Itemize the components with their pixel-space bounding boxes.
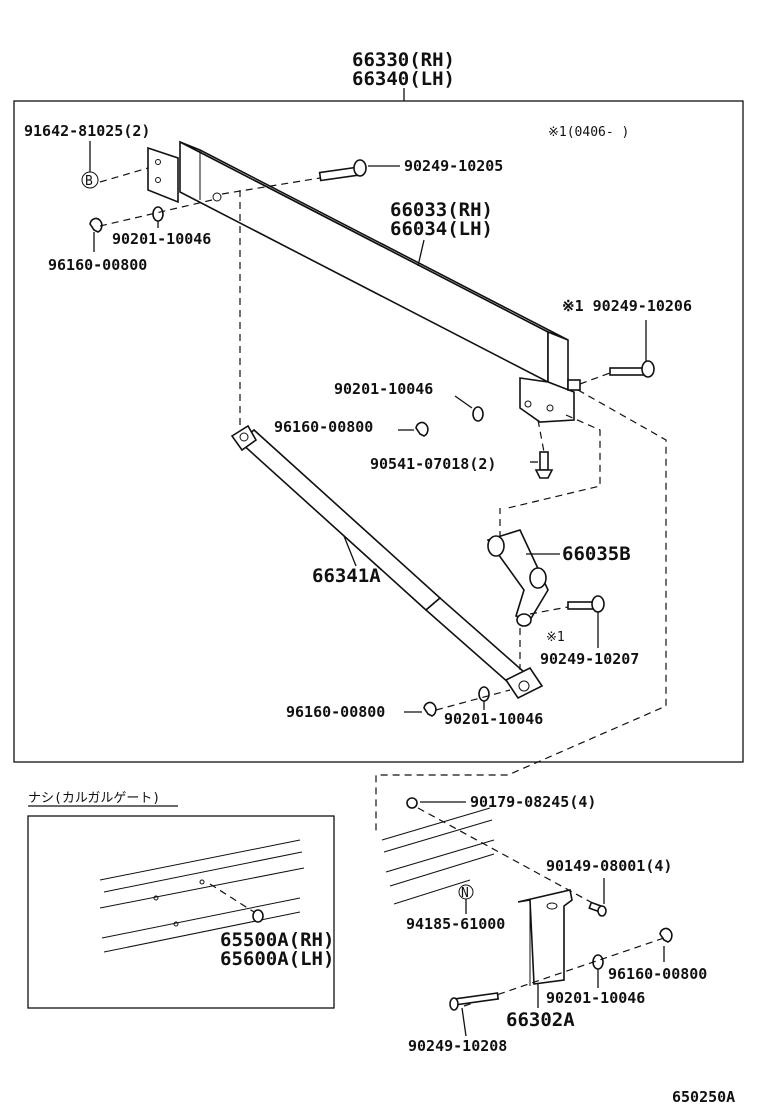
label-screw-90179: 90179-08245(4): [470, 793, 596, 811]
nut-96160-b: [415, 421, 429, 437]
inset-box: [27, 815, 335, 1009]
screw-90541: [534, 451, 554, 479]
label-assy-lh: 66340(LH): [352, 68, 455, 90]
label-nut-96160-a: 96160-00800: [48, 256, 147, 274]
label-screw-90149: 90149-08001(4): [546, 857, 672, 875]
label-bolt-90249-10205: 90249-10205: [404, 157, 503, 175]
circle-b-marker: [81, 171, 99, 189]
label-bolt-90249-10206: ※1 90249-10206: [562, 297, 692, 315]
label-bolt-91642: 91642-81025(2): [24, 122, 150, 140]
label-part-65600a: 65600A(LH): [220, 948, 334, 970]
nut-96160-d: [659, 927, 673, 943]
label-washer-90201-a: 90201-10046: [112, 230, 211, 248]
plate-66302a: [517, 889, 573, 986]
tailgate-panel-lines: [381, 807, 495, 905]
bolt-90249-10205: [318, 159, 367, 182]
label-plate-66302a: 66302A: [506, 1009, 575, 1031]
label-nut-96160-b: 96160-00800: [274, 418, 373, 436]
label-part-94185: 94185-61000: [406, 915, 505, 933]
screw-90149: [588, 901, 607, 917]
label-note-mark: ※1: [546, 630, 565, 645]
bolt-90249-10207: [567, 595, 605, 613]
inset-panel-lines: [99, 839, 305, 953]
part-65500a-icon: [252, 909, 264, 923]
assembly-frame-box: [13, 100, 744, 763]
label-note-date: ※1(0406- ): [548, 125, 629, 140]
label-part-65500a: 65500A(RH): [220, 929, 334, 951]
stay-66341a: [230, 424, 544, 700]
label-bolt-90249-10207: 90249-10207: [540, 650, 639, 668]
bolt-90249-10208: [449, 992, 500, 1011]
label-bracket-66035b: 66035B: [562, 543, 631, 565]
bolt-90249-10206: [609, 360, 655, 378]
label-assy-rh: 66330(RH): [352, 49, 455, 71]
svg-text:B: B: [85, 174, 93, 189]
washer-90201-c: [478, 686, 490, 702]
label-screw-90541: 90541-07018(2): [370, 455, 496, 473]
washer-90201-a: [152, 206, 164, 222]
bracket-66035b: [486, 529, 549, 627]
screw-90179-icon: [406, 797, 418, 809]
svg-text:N: N: [461, 886, 469, 901]
nut-96160-c: [423, 701, 437, 717]
label-frame-rh: 66033(RH): [390, 199, 493, 221]
inset-title: ナシ(カルガルゲート): [28, 791, 160, 806]
label-stay-66341a: 66341A: [312, 565, 381, 587]
label-bolt-90249-10208: 90249-10208: [408, 1037, 507, 1055]
label-washer-90201-b: 90201-10046: [334, 380, 433, 398]
nut-96160-a: [89, 217, 103, 233]
label-frame-lh: 66034(LH): [390, 218, 493, 240]
label-nut-96160-c: 96160-00800: [286, 703, 385, 721]
label-washer-90201-c: 90201-10046: [444, 710, 543, 728]
figure-code: 650250A: [672, 1088, 735, 1106]
frame-member: [147, 140, 581, 423]
washer-90201-b: [472, 406, 484, 422]
label-nut-96160-d: 96160-00800: [608, 965, 707, 983]
label-washer-90201-d: 90201-10046: [546, 989, 645, 1007]
